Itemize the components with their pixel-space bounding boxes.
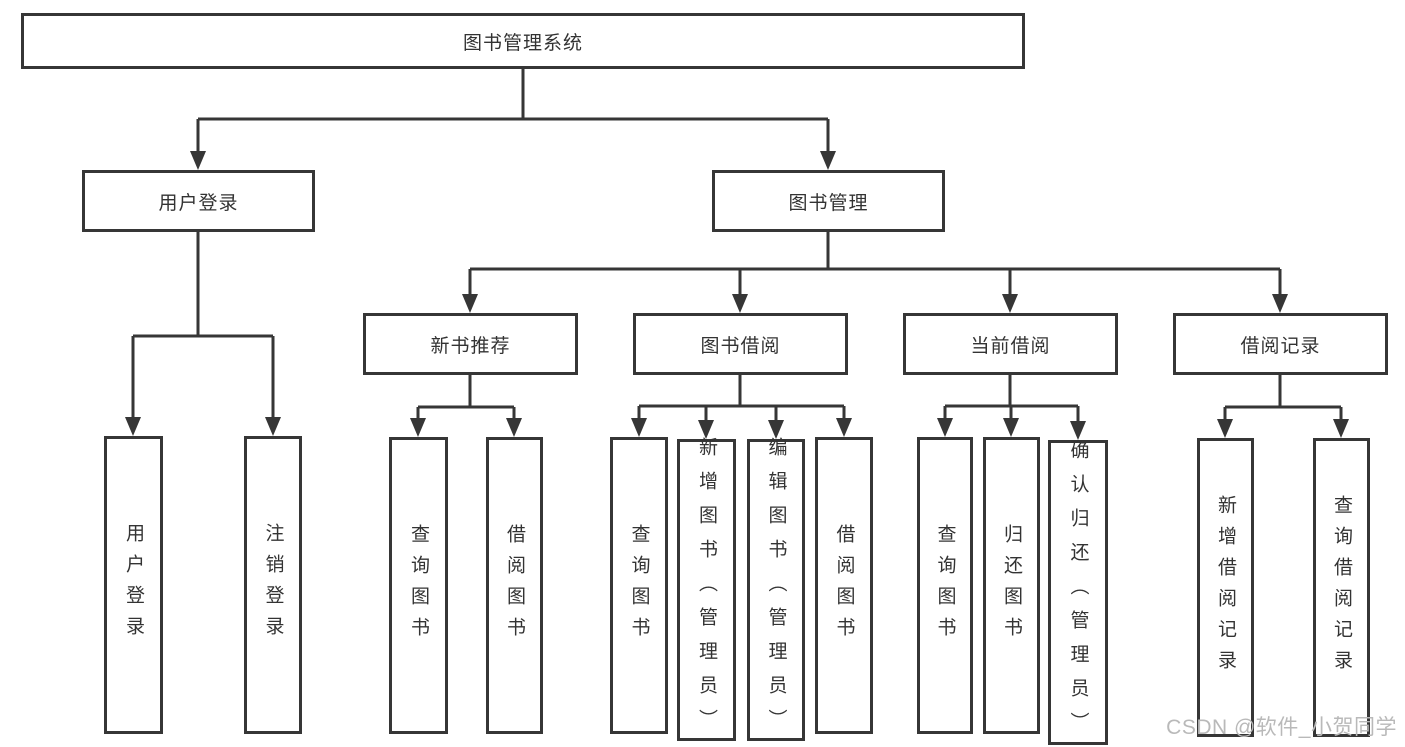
leaf-return-books: 归还图书 <box>983 437 1040 734</box>
root-node-library-system: 图书管理系统 <box>21 13 1025 69</box>
csdn-watermark: CSDN @软件_小贺同学 <box>1166 716 1397 739</box>
node-user-login: 用户登录 <box>82 170 315 232</box>
node-book-management: 图书管理 <box>712 170 945 232</box>
leaf-query-books-recommend: 查询图书 <box>389 437 448 734</box>
leaf-add-books-admin: 新增图书（管理员） <box>677 437 736 743</box>
leaf-add-borrow-record: 新增借阅记录 <box>1197 438 1254 737</box>
leaf-query-books-borrow: 查询图书 <box>610 437 668 734</box>
leaf-query-borrow-record: 查询借阅记录 <box>1313 438 1370 737</box>
leaf-edit-books-admin: 编辑图书（管理员） <box>747 437 805 743</box>
node-borrow-records: 借阅记录 <box>1173 313 1388 375</box>
leaf-borrow-books: 借阅图书 <box>815 437 873 734</box>
node-book-borrow: 图书借阅 <box>633 313 848 375</box>
leaf-query-books-current: 查询图书 <box>917 437 973 734</box>
leaf-user-login: 用户登录 <box>104 436 163 734</box>
leaf-borrow-books-recommend: 借阅图书 <box>486 437 543 734</box>
leaf-logout: 注销登录 <box>244 436 302 734</box>
node-new-book-recommend: 新书推荐 <box>363 313 578 375</box>
node-current-borrow: 当前借阅 <box>903 313 1118 375</box>
leaf-confirm-return-admin: 确认归还（管理员） <box>1048 440 1108 746</box>
